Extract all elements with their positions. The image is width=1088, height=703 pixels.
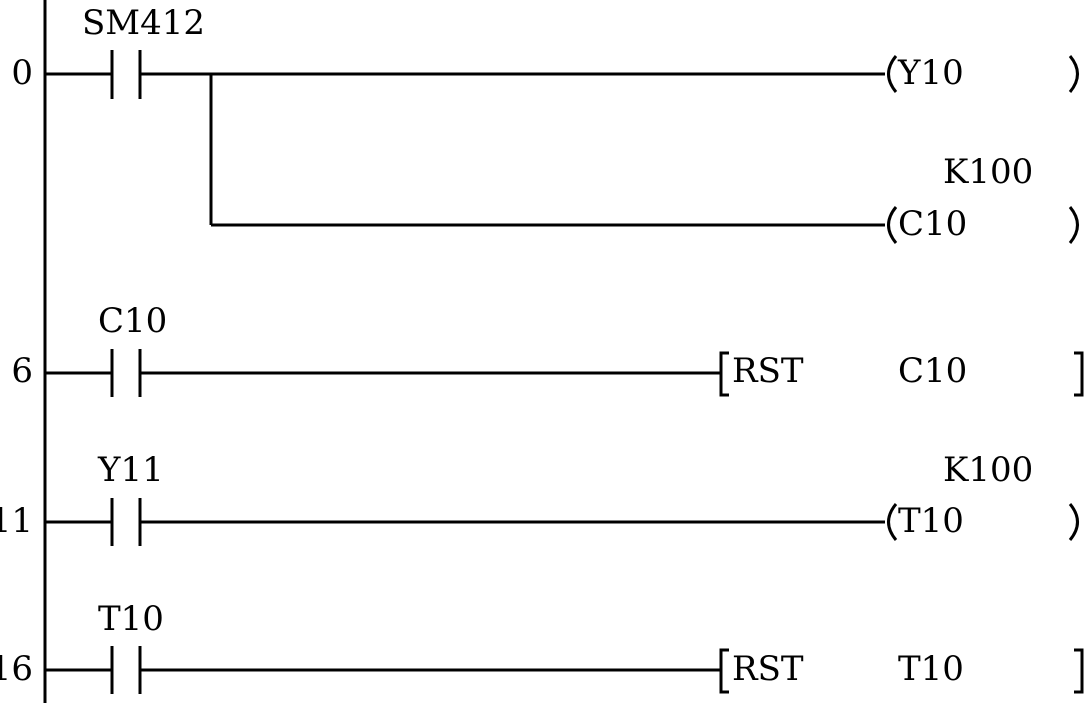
contact-label: Y11 bbox=[97, 450, 164, 490]
output-coil[interactable]: K100 C10 bbox=[887, 152, 1079, 244]
coil-left-paren bbox=[887, 503, 898, 541]
output-coil[interactable]: K100 T10 bbox=[887, 450, 1079, 541]
step-number: 16 bbox=[0, 649, 33, 689]
instruction-device: C10 bbox=[898, 351, 967, 391]
rst-instruction[interactable]: RST C10 bbox=[719, 351, 1084, 397]
coil-right-paren bbox=[1068, 55, 1079, 93]
output-coil[interactable]: Y10 bbox=[887, 53, 1079, 93]
instruction-left-bracket bbox=[719, 648, 729, 694]
instruction-device: T10 bbox=[898, 649, 964, 689]
contact-label: T10 bbox=[98, 599, 164, 639]
instruction-right-bracket bbox=[1074, 648, 1084, 694]
instruction-op: RST bbox=[732, 351, 804, 391]
step-number: 11 bbox=[0, 501, 33, 541]
coil-right-paren bbox=[1068, 206, 1079, 244]
coil-device: C10 bbox=[898, 204, 967, 244]
coil-device: T10 bbox=[898, 501, 964, 541]
coil-right-paren bbox=[1068, 503, 1079, 541]
coil-left-paren bbox=[887, 206, 898, 244]
rst-instruction[interactable]: RST T10 bbox=[719, 648, 1084, 694]
rung-0[interactable]: 0 SM412 Y10 K100 C10 bbox=[11, 3, 1079, 244]
instruction-op: RST bbox=[732, 649, 804, 689]
rung-16[interactable]: 16 T10 RST T10 bbox=[0, 599, 1084, 694]
step-number: 0 bbox=[11, 53, 33, 93]
coil-setting: K100 bbox=[943, 450, 1033, 490]
coil-setting: K100 bbox=[943, 152, 1033, 192]
instruction-left-bracket bbox=[719, 351, 729, 397]
rung-11[interactable]: 11 Y11 K100 T10 bbox=[0, 450, 1079, 546]
instruction-right-bracket bbox=[1074, 351, 1084, 397]
step-number: 6 bbox=[11, 351, 33, 391]
contact-label: SM412 bbox=[82, 3, 205, 43]
coil-left-paren bbox=[887, 55, 898, 93]
coil-device: Y10 bbox=[897, 53, 964, 93]
contact-label: C10 bbox=[98, 301, 167, 341]
rung-6[interactable]: 6 C10 RST C10 bbox=[11, 301, 1084, 397]
